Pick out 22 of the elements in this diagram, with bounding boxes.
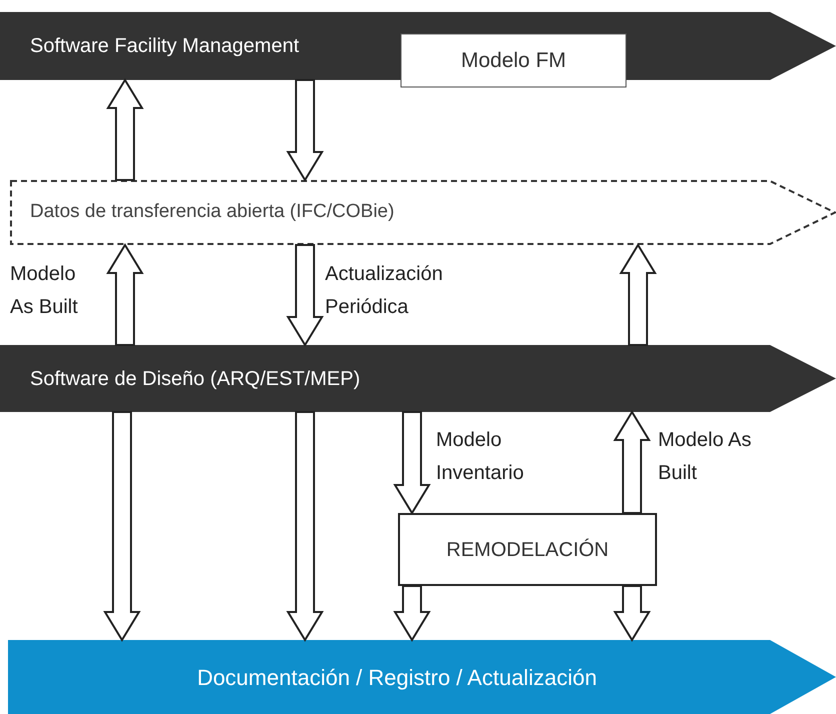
block-arrow [106,78,144,181]
dashed-banner-arrow [10,180,836,245]
block-arrow [393,411,431,515]
label-box [400,33,627,88]
node-text: REMODELACIÓN [446,538,609,562]
block-arrow [286,411,324,642]
block-arrow [103,411,141,642]
process-box [398,513,657,586]
banner-arrow [0,345,836,412]
node-text: Software Facility Management [30,34,300,59]
node-text: Documentación / Registro / Actualización [197,664,597,692]
block-arrow [286,244,324,347]
node-text: Modelo FM [460,48,566,74]
block-arrow [106,243,144,346]
banner-arrow [8,640,836,714]
block-arrow [613,410,651,514]
block-arrow [613,585,651,642]
block-arrow [619,243,657,346]
block-arrow [286,79,324,182]
node-text: Datos de transferencia abierta (IFC/COBie) [30,200,394,224]
node-text: Software de Diseño (ARQ/EST/MEP) [30,366,360,392]
block-arrow [393,585,431,642]
